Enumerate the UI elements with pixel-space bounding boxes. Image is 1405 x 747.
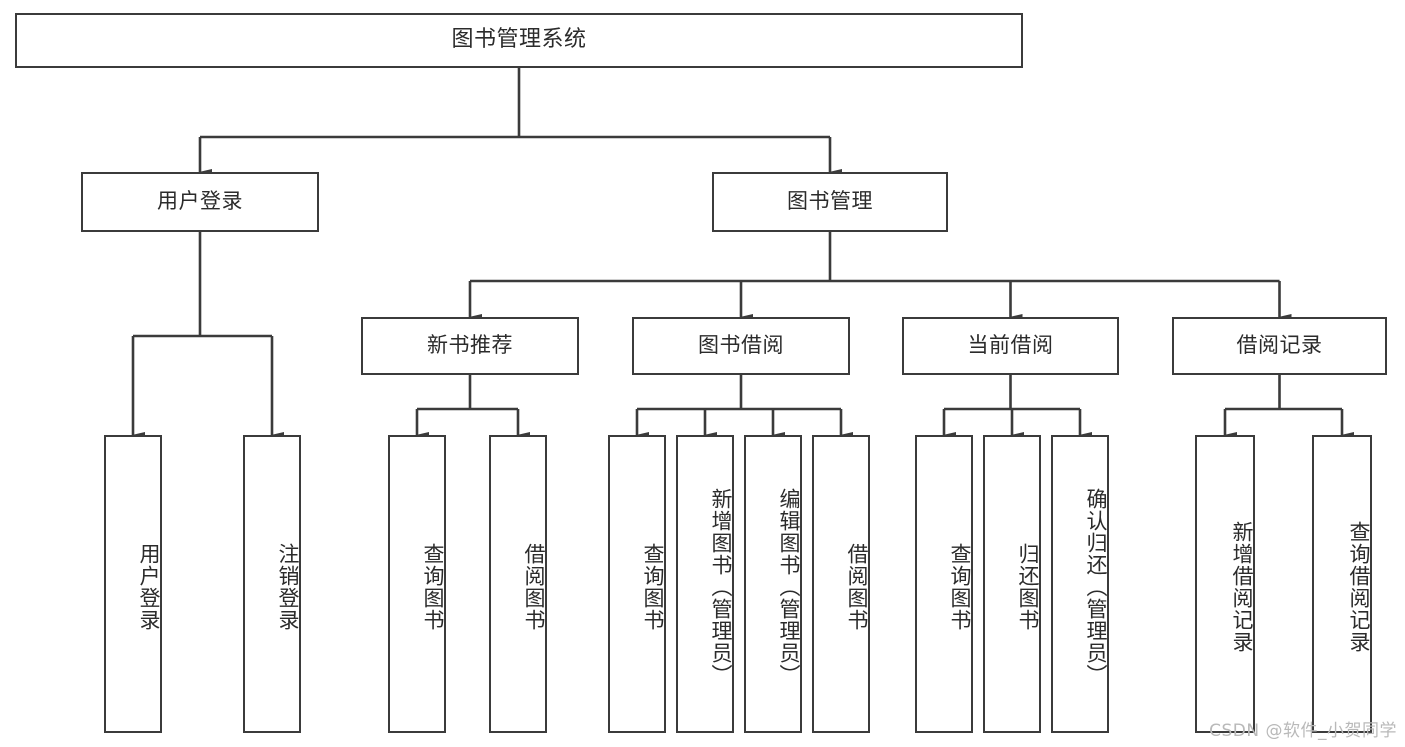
node-label: 新增图书（管理员） <box>709 488 733 686</box>
node-label: 编辑图书（管理员） <box>777 488 801 686</box>
node-label: 图书管理系统 <box>451 27 587 53</box>
node-label: 归还图书 <box>1016 543 1040 631</box>
node-leaf-logout: 注销登录 <box>243 435 301 733</box>
node-leaf-return-book: 归还图书 <box>983 435 1041 733</box>
node-label: 图书管理 <box>787 189 873 214</box>
node-leaf-borrow-book-bor: 借阅图书 <box>812 435 870 733</box>
node-label: 借阅记录 <box>1236 333 1323 358</box>
node-label: 用户登录 <box>137 543 161 631</box>
node-label: 注销登录 <box>276 543 300 631</box>
node-root: 图书管理系统 <box>15 13 1023 68</box>
node-leaf-user-login: 用户登录 <box>104 435 162 733</box>
node-label: 借阅图书 <box>522 543 546 631</box>
node-new-book-rec: 新书推荐 <box>361 317 579 375</box>
node-label: 查询借阅记录 <box>1347 521 1371 653</box>
node-book-manage: 图书管理 <box>712 172 948 232</box>
node-label: 查询图书 <box>948 543 972 631</box>
node-leaf-borrow-book-rec: 借阅图书 <box>489 435 547 733</box>
node-book-borrow: 图书借阅 <box>632 317 850 375</box>
node-borrow-record: 借阅记录 <box>1172 317 1387 375</box>
node-leaf-query-book-rec: 查询图书 <box>388 435 446 733</box>
csdn-watermark: CSDN @软件_小贺同学 <box>1209 721 1397 741</box>
node-label: 确认归还（管理员） <box>1084 488 1108 686</box>
node-label: 当前借阅 <box>967 333 1054 358</box>
node-label: 借阅图书 <box>845 543 869 631</box>
node-label: 图书借阅 <box>698 333 784 358</box>
node-user-login: 用户登录 <box>81 172 319 232</box>
node-label: 新书推荐 <box>427 333 513 358</box>
node-leaf-query-book-bor: 查询图书 <box>608 435 666 733</box>
node-leaf-add-record: 新增借阅记录 <box>1195 435 1255 733</box>
node-leaf-confirm-return: 确认归还（管理员） <box>1051 435 1109 733</box>
node-leaf-query-record: 查询借阅记录 <box>1312 435 1372 733</box>
node-current-borrow: 当前借阅 <box>902 317 1119 375</box>
node-label: 查询图书 <box>421 543 445 631</box>
node-label: 新增借阅记录 <box>1230 521 1254 653</box>
node-leaf-query-book-cur: 查询图书 <box>915 435 973 733</box>
node-leaf-edit-book: 编辑图书（管理员） <box>744 435 802 733</box>
node-leaf-add-book: 新增图书（管理员） <box>676 435 734 733</box>
node-label: 查询图书 <box>641 543 665 631</box>
node-label: 用户登录 <box>157 189 243 214</box>
